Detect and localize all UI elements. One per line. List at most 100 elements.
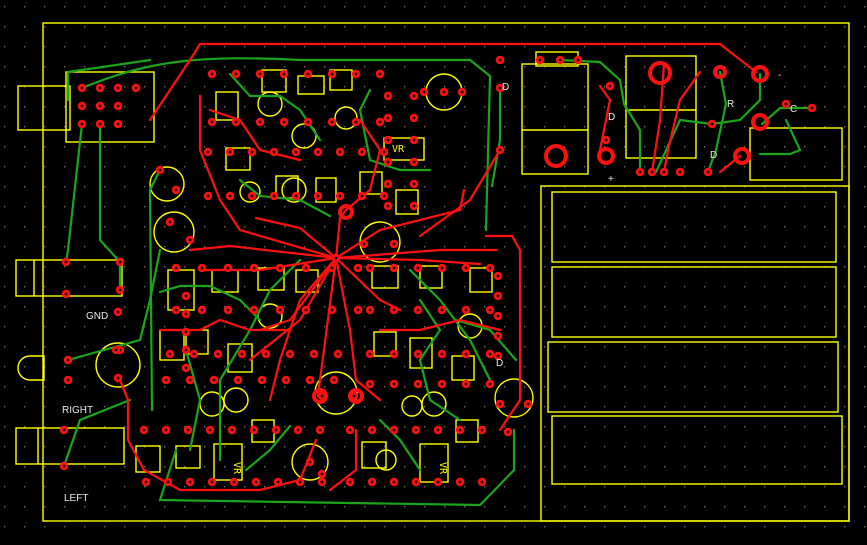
pad-hole xyxy=(186,428,190,432)
pad-hole xyxy=(378,120,382,124)
pad-hole xyxy=(62,464,66,468)
pad-hole xyxy=(294,194,298,198)
pad-hole xyxy=(356,308,360,312)
pad-hole xyxy=(282,72,286,76)
pad-hole xyxy=(498,58,502,62)
pad-hole xyxy=(352,394,356,398)
pad-hole xyxy=(320,394,324,398)
pad-hole xyxy=(272,194,276,198)
pad-hole xyxy=(392,382,396,386)
pad-hole xyxy=(200,308,204,312)
bottom-copper-traces xyxy=(62,57,814,507)
pad-hole xyxy=(526,402,530,406)
power-pads xyxy=(312,61,769,404)
pad-hole xyxy=(810,106,814,110)
pad-hole xyxy=(234,120,238,124)
pad-hole xyxy=(496,354,500,358)
pad-hole xyxy=(252,266,256,270)
pad-hole xyxy=(496,274,500,278)
ic-outline xyxy=(371,265,399,289)
transistor-outline xyxy=(239,181,261,203)
pad-hole xyxy=(64,292,68,296)
pad-hole xyxy=(784,102,788,106)
vr-label-1: VR xyxy=(392,144,405,155)
vr-label-3: VR xyxy=(437,462,448,475)
pad-hole xyxy=(64,260,68,264)
pad-hole xyxy=(412,204,416,208)
transistor-outline xyxy=(257,91,283,117)
pad-hole xyxy=(282,120,286,124)
pad-hole xyxy=(496,294,500,298)
pad-hole xyxy=(464,352,468,356)
pad-hole xyxy=(174,188,178,192)
ic-outline xyxy=(361,441,387,469)
pad-hole xyxy=(320,480,324,484)
pad-hole xyxy=(184,294,188,298)
right-label: RIGHT xyxy=(62,405,93,416)
pad-hole xyxy=(370,428,374,432)
pad-hole xyxy=(306,72,310,76)
battery-holder xyxy=(540,185,850,522)
pad-hole xyxy=(382,150,386,154)
pad-hole xyxy=(392,352,396,356)
pad-hole xyxy=(386,182,390,186)
pad-hole xyxy=(312,352,316,356)
pad-hole xyxy=(188,238,192,242)
pad-hole xyxy=(440,266,444,270)
pad-hole xyxy=(288,352,292,356)
pad-hole xyxy=(436,428,440,432)
pad-hole xyxy=(276,480,280,484)
pad-hole xyxy=(184,348,188,352)
pad-hole xyxy=(118,260,122,264)
pad-hole xyxy=(338,194,342,198)
pad-hole xyxy=(258,72,262,76)
transistor-outline xyxy=(291,123,317,149)
pad-hole xyxy=(348,428,352,432)
pad-hole xyxy=(368,308,372,312)
pad-hole xyxy=(382,194,386,198)
pad-hole xyxy=(226,266,230,270)
pad-hole xyxy=(228,194,232,198)
diode-label-4: D xyxy=(496,358,503,369)
pad-hole xyxy=(80,122,84,126)
pad-hole xyxy=(436,480,440,484)
transistor-outline xyxy=(281,177,307,203)
pad-hole xyxy=(458,480,462,484)
pad-hole xyxy=(414,480,418,484)
pad-hole xyxy=(416,382,420,386)
pad-hole xyxy=(258,120,262,124)
pad-hole xyxy=(250,150,254,154)
pad-hole xyxy=(488,308,492,312)
pad-hole xyxy=(332,378,336,382)
ic-outline xyxy=(213,443,243,481)
pad-hole xyxy=(98,86,102,90)
pad-hole xyxy=(368,352,372,356)
pad-hole xyxy=(498,86,502,90)
pad-hole xyxy=(192,352,196,356)
pads xyxy=(59,55,817,487)
pad-hole xyxy=(236,378,240,382)
pad-hole xyxy=(392,480,396,484)
pad-hole xyxy=(506,430,510,434)
pad-hole xyxy=(234,72,238,76)
pad-hole xyxy=(710,122,714,126)
pad-hole xyxy=(488,352,492,356)
ic-outline xyxy=(373,331,397,357)
ic-outline xyxy=(175,445,201,469)
pad-hole xyxy=(254,480,258,484)
pad-hole xyxy=(412,94,416,98)
pad-hole xyxy=(576,58,580,62)
ic-outline xyxy=(215,91,239,121)
pad-hole xyxy=(158,168,162,172)
pad-hole xyxy=(412,138,416,142)
pad-hole xyxy=(386,94,390,98)
ic-outline xyxy=(359,171,383,195)
minus-label: - xyxy=(778,70,781,81)
diode-label-3: D xyxy=(710,150,717,161)
pad-hole xyxy=(168,352,172,356)
pad-hole xyxy=(496,314,500,318)
pad-hole xyxy=(264,352,268,356)
pad-hole xyxy=(144,480,148,484)
pad-hole xyxy=(440,352,444,356)
